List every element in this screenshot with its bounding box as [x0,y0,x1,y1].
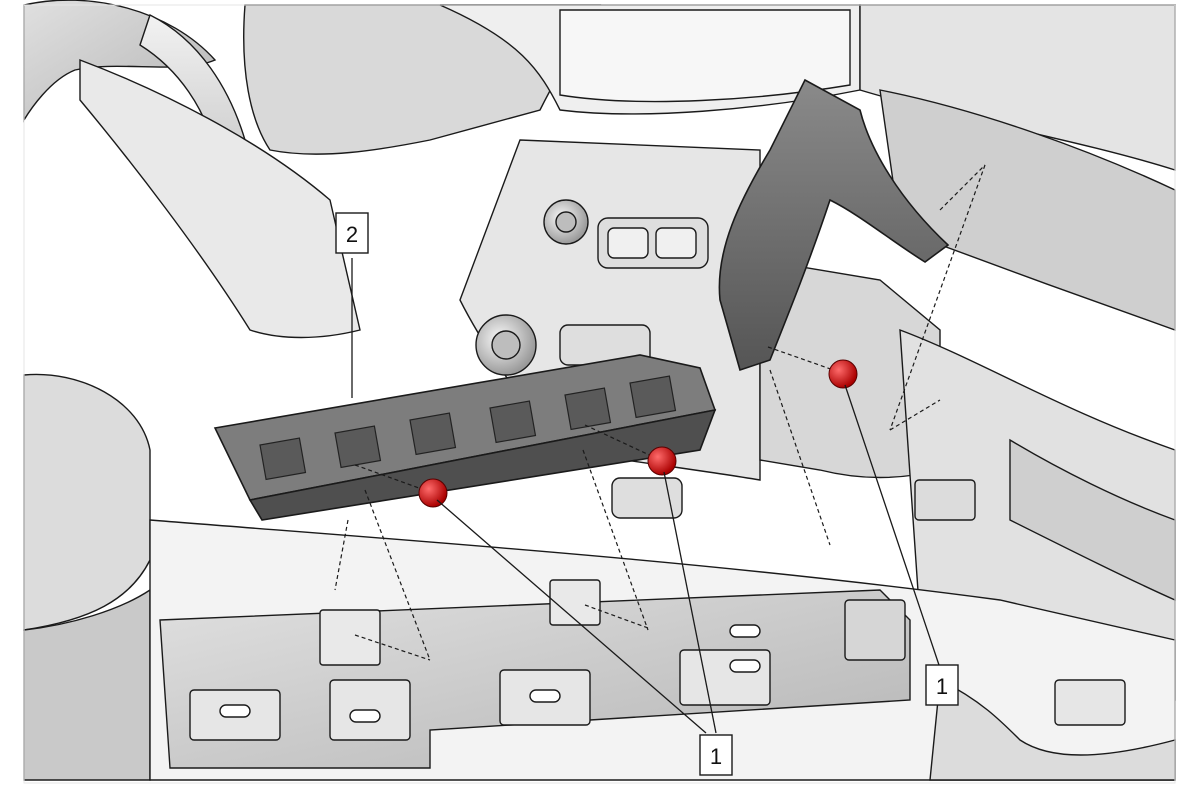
image-frame [23,4,1176,784]
callout-2: 2 [335,212,369,254]
seat-left [23,373,151,631]
callout-1-right: 1 [925,664,959,706]
fastener-left [418,478,448,508]
callout-label-1-bottom: 1 [710,744,722,769]
callout-1-bottom: 1 [699,734,733,776]
callout-label-2: 2 [346,222,358,247]
fastener-right [828,359,858,389]
callout-label-1-right: 1 [936,674,948,699]
fastener-center [647,446,677,476]
leader-lines [351,258,941,734]
display-screen [559,9,851,103]
fasteners [418,359,858,508]
